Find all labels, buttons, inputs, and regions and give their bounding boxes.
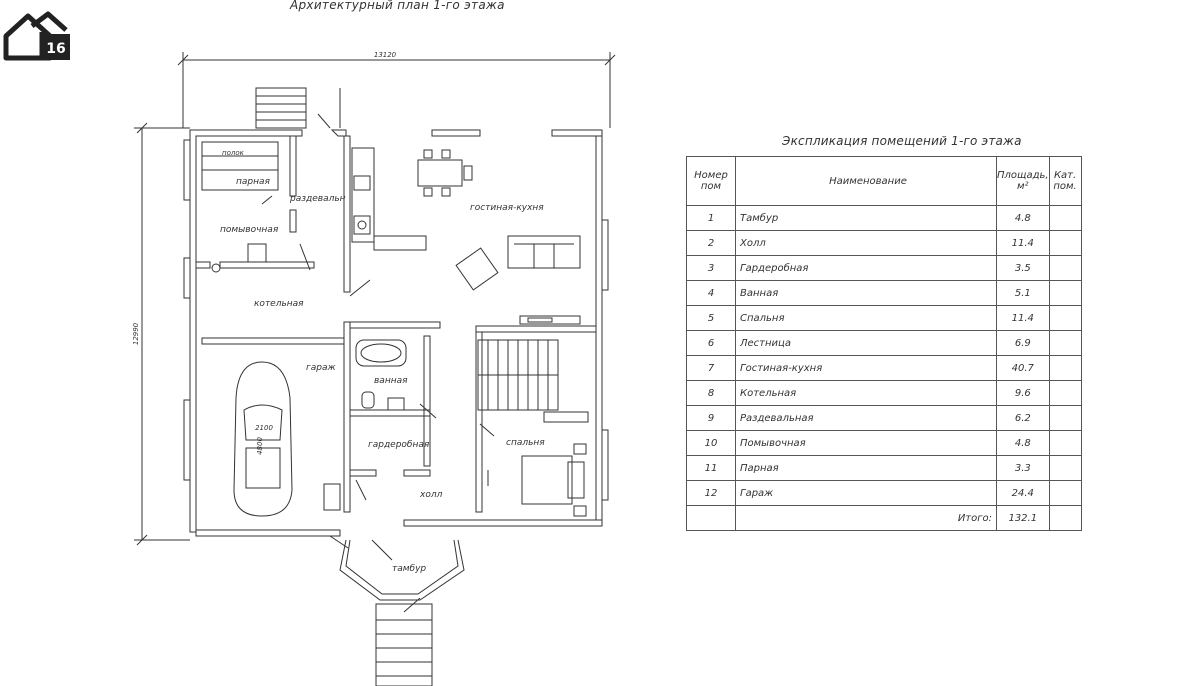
header-area-line1: Площадь, xyxy=(997,170,1049,181)
row-name: Холл xyxy=(735,230,997,256)
room-label-porch: полок xyxy=(222,149,245,157)
room-label-garage: гараж xyxy=(306,363,336,373)
row-num: 5 xyxy=(686,305,736,331)
row-area: 11.4 xyxy=(996,305,1050,331)
row-name: Раздевальная xyxy=(735,405,997,431)
header-num-line1: Номер xyxy=(694,170,728,181)
row-name: Лестница xyxy=(735,330,997,356)
total-kat xyxy=(1048,505,1082,531)
dim-left-label: 12990 xyxy=(132,322,140,345)
room-label-vestibule: тамбур xyxy=(392,564,426,574)
row-num: 6 xyxy=(686,330,736,356)
row-name: Тамбур xyxy=(735,205,997,231)
total-row: Итого: 132.1 xyxy=(686,505,1082,531)
row-num: 10 xyxy=(686,430,736,456)
row-area: 4.8 xyxy=(996,205,1050,231)
row-name: Котельная xyxy=(735,380,997,406)
room-label-hall: холл xyxy=(419,490,443,500)
row-num: 2 xyxy=(686,230,736,256)
row-area: 6.9 xyxy=(996,330,1050,356)
row-num: 8 xyxy=(686,380,736,406)
row-kat xyxy=(1048,405,1082,431)
car-width-label: 2100 xyxy=(255,424,273,432)
room-label-wash: помывочная xyxy=(220,225,279,235)
room-label-boiler: котельная xyxy=(254,299,304,309)
row-name: Гостиная-кухня xyxy=(735,355,997,381)
site-logo: 16 xyxy=(3,11,70,61)
row-num: 1 xyxy=(686,205,736,231)
row-kat xyxy=(1048,430,1082,456)
row-name: Помывочная xyxy=(735,430,997,456)
row-num: 4 xyxy=(686,280,736,306)
plan-title: Архитектурный план 1-го этажа xyxy=(290,0,505,12)
row-kat xyxy=(1048,230,1082,256)
row-area: 9.6 xyxy=(996,380,1050,406)
row-kat xyxy=(1048,330,1082,356)
row-area: 5.1 xyxy=(996,280,1050,306)
row-area: 24.4 xyxy=(996,480,1050,506)
dim-top-label: 13120 xyxy=(374,51,397,59)
header-area: Площадь, м² xyxy=(996,156,1050,206)
row-kat xyxy=(1048,255,1082,281)
room-label-bath: ванная xyxy=(374,376,408,386)
row-kat xyxy=(1048,455,1082,481)
floor-plan: 13120 12990 2100 4800 полок парная разде… xyxy=(132,51,616,686)
row-name: Ванная xyxy=(735,280,997,306)
row-area: 3.5 xyxy=(996,255,1050,281)
header-kat-line2: пом. xyxy=(1053,181,1077,192)
row-num: 11 xyxy=(686,455,736,481)
room-label-steam: парная xyxy=(236,177,271,187)
header-area-line2: м² xyxy=(1017,181,1029,192)
room-label-bedroom: спальня xyxy=(506,438,545,448)
explication-title: Экспликация помещений 1-го этажа xyxy=(782,134,1022,148)
total-label: Итого: xyxy=(735,505,997,531)
room-label-living: гостиная-кухня xyxy=(470,203,544,213)
header-kat: Кат. пом. xyxy=(1048,156,1082,206)
row-kat xyxy=(1048,305,1082,331)
header-kat-line1: Кат. xyxy=(1053,170,1077,181)
row-num: 7 xyxy=(686,355,736,381)
row-num: 9 xyxy=(686,405,736,431)
row-name: Гардеробная xyxy=(735,255,997,281)
row-area: 11.4 xyxy=(996,230,1050,256)
total-num xyxy=(686,505,736,531)
row-area: 40.7 xyxy=(996,355,1050,381)
row-name: Гараж xyxy=(735,480,997,506)
row-num: 3 xyxy=(686,255,736,281)
row-kat xyxy=(1048,380,1082,406)
row-area: 4.8 xyxy=(996,430,1050,456)
row-name: Спальня xyxy=(735,305,997,331)
row-area: 3.3 xyxy=(996,455,1050,481)
row-kat xyxy=(1048,355,1082,381)
header-num: Номер пом xyxy=(686,156,736,206)
row-kat xyxy=(1048,205,1082,231)
row-name: Парная xyxy=(735,455,997,481)
car-length-label: 4800 xyxy=(256,437,264,455)
header-name: Наименование xyxy=(735,156,997,206)
room-label-wardrobe: гардеробная xyxy=(368,440,430,450)
row-kat xyxy=(1048,280,1082,306)
room-label-dressing: раздевальн xyxy=(289,194,346,204)
explication-table: Номер пом Наименование Площадь, м² Кат. … xyxy=(686,156,1082,531)
row-kat xyxy=(1048,480,1082,506)
row-area: 6.2 xyxy=(996,405,1050,431)
total-value: 132.1 xyxy=(996,505,1050,531)
row-num: 12 xyxy=(686,480,736,506)
explication-header-row: Номер пом Наименование Площадь, м² Кат. … xyxy=(686,156,1082,206)
header-num-line2: пом xyxy=(700,181,722,192)
logo-badge: 16 xyxy=(46,41,65,57)
